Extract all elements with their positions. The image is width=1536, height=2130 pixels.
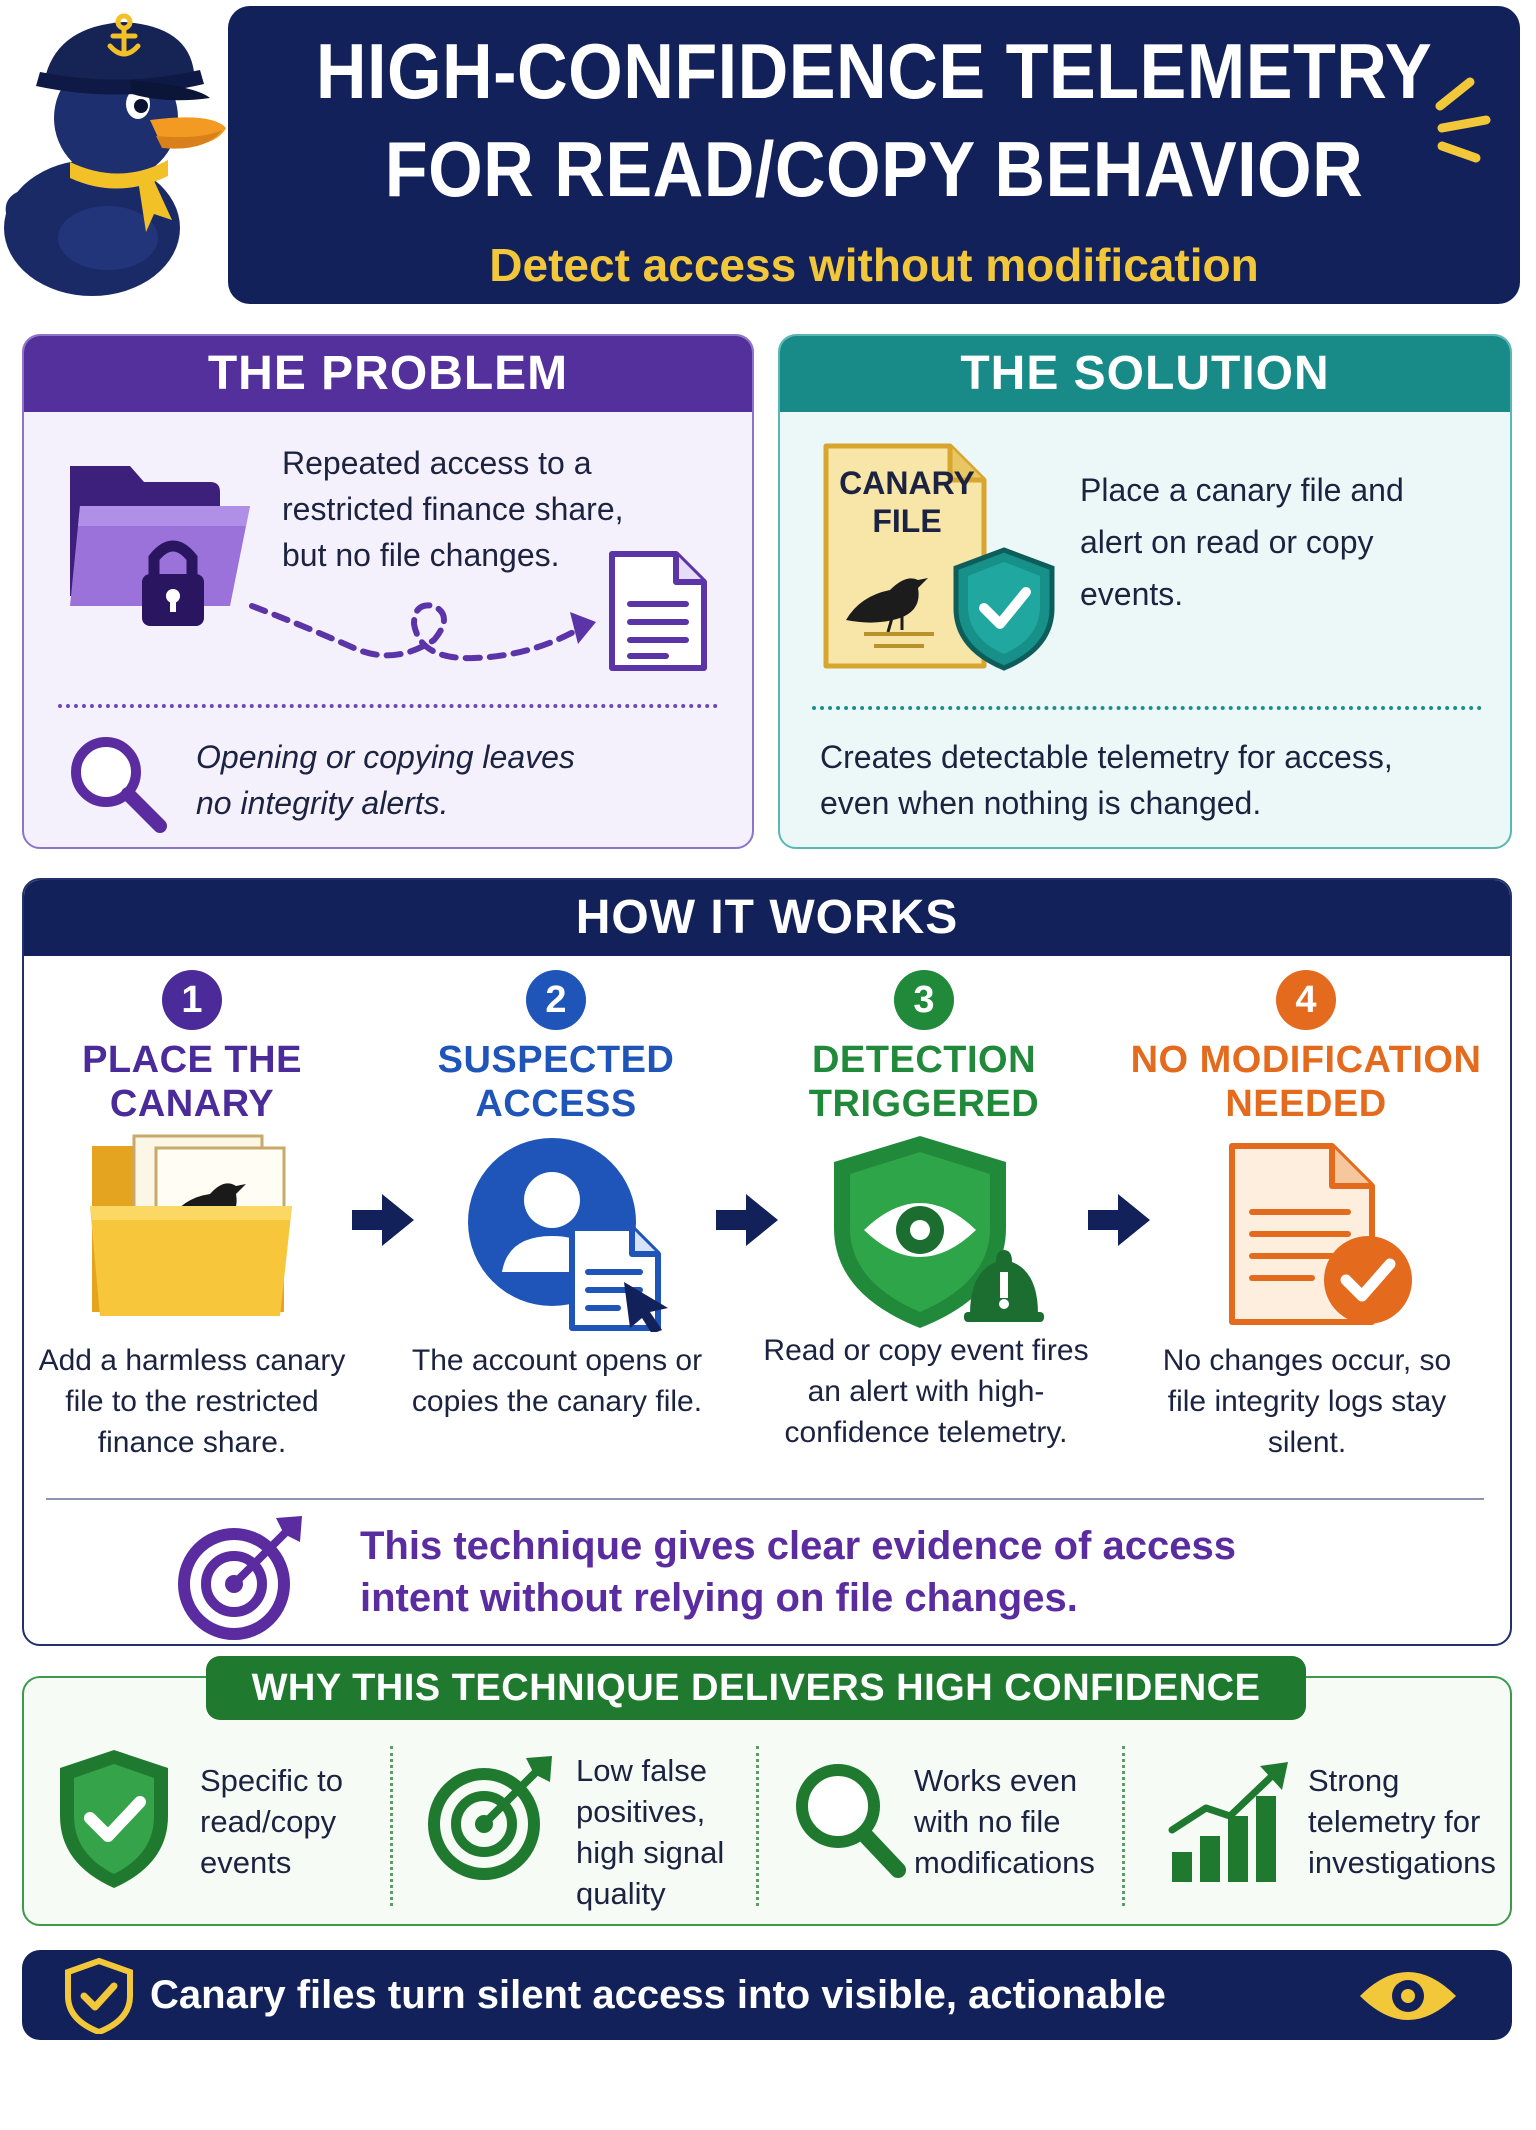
target-icon — [424, 1752, 556, 1887]
why-heading: WHY THIS TECHNIQUE DELIVERS HIGH CONFIDE… — [206, 1656, 1306, 1720]
step-3-number: 3 — [894, 970, 954, 1030]
step-3-title-line-2: TRIGGERED — [808, 1083, 1040, 1125]
footer-banner — [22, 1950, 1512, 2040]
page-title-line-1: HIGH-CONFIDENCE TELEMETRY — [315, 27, 1433, 115]
why-item-2-text: Low false positives, high signal quality — [576, 1753, 725, 1911]
problem-text: Repeated access to a restricted finance … — [282, 445, 624, 573]
problem-heading: THE PROBLEM — [207, 347, 569, 400]
problem-divider — [58, 704, 718, 708]
shield-check-icon — [54, 1746, 174, 1897]
step-4-description: No changes occur, so file integrity logs… — [1162, 1344, 1452, 1459]
how-heading: HOW IT WORKS — [575, 891, 959, 944]
locked-folder-icon — [60, 446, 260, 651]
step-2-title: SUSPECTED ACCESS — [376, 1038, 736, 1126]
canary-folder-icon — [86, 1132, 298, 1327]
step-2-title-line-1: SUSPECTED — [437, 1039, 675, 1081]
footer-text: Canary files turn silent access into vis… — [150, 1973, 1166, 2107]
why-divider — [756, 1746, 759, 1906]
shield-check-icon — [64, 1957, 134, 2039]
sparkle-icon — [1420, 76, 1500, 171]
solution-text: Place a canary file and alert on read or… — [1080, 472, 1404, 612]
solution-heading: THE SOLUTION — [960, 347, 1330, 400]
page-title-line-2: FOR READ/COPY BEHAVIOR — [384, 125, 1364, 213]
step-1-title: PLACE THE CANARY — [12, 1038, 372, 1126]
step-1-description: Add a harmless canary file to the restri… — [38, 1344, 346, 1459]
canary-file-label-line-2: FILE — [872, 503, 942, 539]
solution-divider — [812, 706, 1482, 710]
arrow-right-icon — [1084, 1190, 1154, 1255]
arrow-right-icon — [712, 1190, 782, 1255]
step-2-title-line-2: ACCESS — [475, 1083, 637, 1125]
arrow-right-icon — [348, 1190, 418, 1255]
solution-card: THE SOLUTION CANARY FILE Place a canary … — [778, 334, 1512, 849]
page-subtitle: Detect access without modification — [489, 239, 1259, 291]
title-banner: HIGH-CONFIDENCE TELEMETRY FOR READ/COPY … — [228, 6, 1520, 304]
step-1-title-line-1: PLACE THE — [82, 1039, 302, 1081]
step-3-title: DETECTION TRIGGERED — [744, 1038, 1104, 1126]
solution-header: THE SOLUTION — [780, 336, 1510, 412]
canary-file-icon — [820, 440, 1060, 680]
canary-file-label: CANARY FILE — [832, 464, 982, 540]
how-header: HOW IT WORKS — [24, 880, 1510, 956]
magnifier-icon — [64, 730, 174, 845]
step-3-title-line-1: DETECTION — [811, 1039, 1037, 1081]
step-4-number: 4 — [1276, 970, 1336, 1030]
step-4-title: NO MODIFICATION NEEDED — [1126, 1038, 1486, 1126]
step-1-number: 1 — [162, 970, 222, 1030]
how-tagline: This technique gives clear evidence of a… — [360, 1524, 1236, 1620]
shield-eye-alert-icon — [830, 1132, 1050, 1337]
problem-note: Opening or copying leaves no integrity a… — [196, 739, 575, 821]
user-document-icon — [462, 1132, 682, 1337]
problem-header: THE PROBLEM — [24, 336, 752, 412]
why-item-3-text: Works even with no file modifications — [914, 1763, 1095, 1880]
bar-chart-icon — [1166, 1756, 1296, 1891]
step-3-description: Read or copy event fires an alert with h… — [763, 1334, 1089, 1449]
dashed-path-arrow — [244, 586, 604, 691]
magnifier-icon — [790, 1758, 910, 1887]
canary-file-label-line-1: CANARY — [839, 465, 975, 501]
step-4-title-line-2: NEEDED — [1225, 1083, 1387, 1125]
step-1-title-line-2: CANARY — [109, 1083, 275, 1125]
why-item-1-text: Specific to read/copy events — [200, 1763, 344, 1880]
step-4-title-line-1: NO MODIFICATION — [1130, 1039, 1482, 1081]
document-check-icon — [1222, 1140, 1422, 1335]
eye-icon — [1356, 1966, 1460, 2031]
why-divider — [390, 1746, 393, 1906]
target-icon — [178, 1510, 308, 1645]
step-2-number: 2 — [526, 970, 586, 1030]
problem-card: THE PROBLEM Repeated access to a restric… — [22, 334, 754, 849]
how-divider — [46, 1498, 1484, 1500]
step-2-description: The account opens or copies the canary f… — [411, 1344, 703, 1418]
solution-note: Creates detectable telemetry for access,… — [820, 739, 1393, 821]
duck-mascot — [0, 0, 230, 310]
why-item-4-text: Strong telemetry for investigations — [1308, 1763, 1496, 1880]
document-icon — [604, 546, 714, 681]
why-divider — [1122, 1746, 1125, 1906]
